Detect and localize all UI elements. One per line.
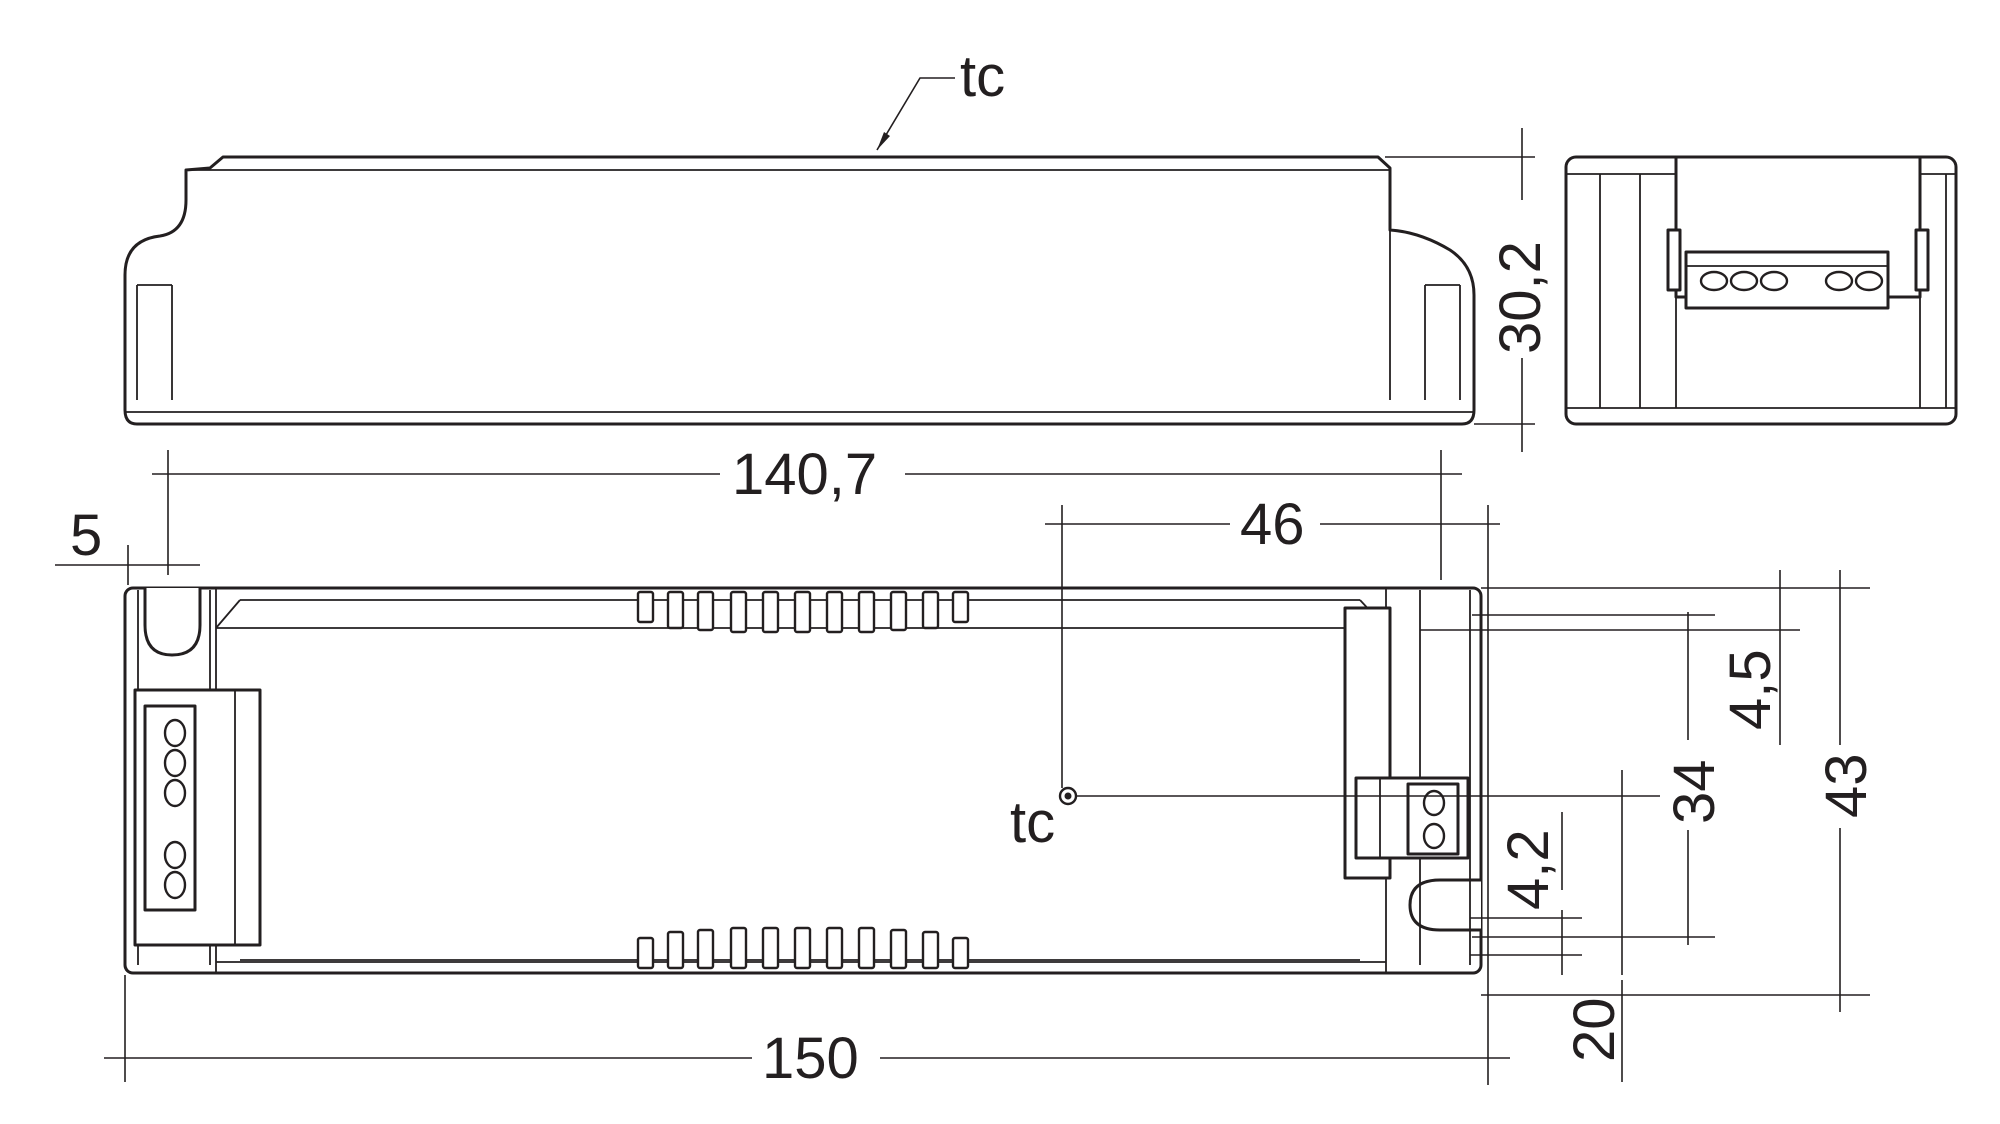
dim-46-label: 46 xyxy=(1240,492,1305,557)
side-view: tc xyxy=(123,44,1476,426)
vent-row-top xyxy=(636,590,970,634)
dim-43-label: 43 xyxy=(1814,753,1879,818)
dim-4-5-label: 4,5 xyxy=(1718,649,1783,730)
dim-20-label: 20 xyxy=(1562,997,1627,1062)
tc-point-label: tc xyxy=(1010,790,1055,855)
dim-30-2-label: 30,2 xyxy=(1488,241,1553,354)
dim-150-label: 150 xyxy=(762,1026,859,1091)
tc-top-label: tc xyxy=(960,44,1005,109)
end-view xyxy=(1564,155,1958,426)
dimension-lines: 140,7 5 46 43 4,5 34 4,2 xyxy=(55,442,1879,1091)
dim-height-side: 30,2 xyxy=(1385,128,1553,452)
dim-140-7-label: 140,7 xyxy=(732,442,877,507)
vent-row-bottom xyxy=(636,926,970,970)
dim-5-label: 5 xyxy=(70,503,102,568)
plan-view: tc xyxy=(123,586,1483,975)
dim-34-label: 34 xyxy=(1662,759,1727,824)
dim-4-2-label: 4,2 xyxy=(1496,829,1561,910)
